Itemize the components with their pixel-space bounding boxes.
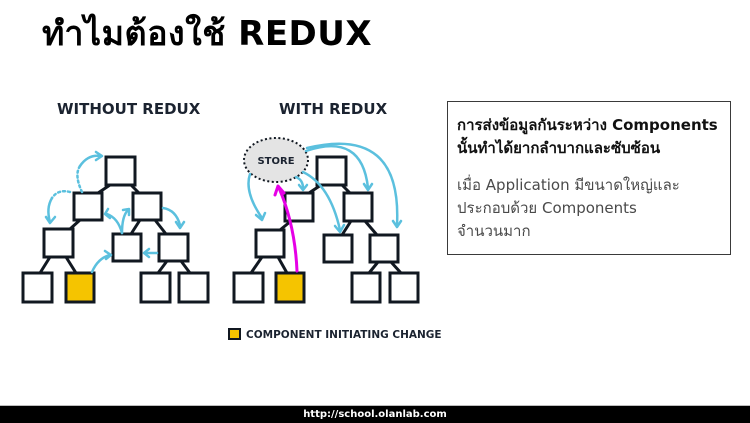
- flow-arrow: [305, 142, 399, 227]
- without-redux-heading: WITHOUT REDUX: [57, 100, 201, 118]
- tree-edge: [389, 260, 403, 275]
- arrowhead-icon: [174, 220, 186, 230]
- arrowhead-icon: [94, 150, 104, 162]
- info-heading-line: การส่งข้อมูลกันระหว่าง Components: [457, 116, 718, 134]
- arrowhead-icon: [103, 207, 112, 220]
- flow-arrow: [301, 170, 342, 232]
- tree-edge: [249, 256, 264, 274]
- info-heading-line: นั้นทำได้ยากลำบากและซับซ้อน: [457, 139, 661, 157]
- tree-edge: [367, 261, 380, 274]
- component-node-leaf: [177, 271, 210, 304]
- redux-store: [243, 137, 309, 183]
- dispatch-arrowhead-icon: [273, 184, 286, 197]
- flow-arrow: [76, 164, 84, 194]
- component-node: [111, 232, 143, 263]
- component-node-leaf: [21, 271, 54, 304]
- tree-edge: [153, 219, 168, 235]
- store-label: STORE: [257, 156, 294, 167]
- component-node: [42, 227, 75, 259]
- dispatch-arrow: [277, 186, 299, 273]
- flow-arrow: [161, 206, 182, 227]
- info-body-line: ประกอบด้วย Components: [457, 199, 637, 217]
- redux-comparison-diagram: WITHOUT REDUX: [21, 100, 442, 341]
- legend: COMPONENT INITIATING CHANGE: [228, 328, 442, 341]
- component-node: [368, 233, 400, 264]
- arrowhead-icon: [254, 211, 267, 222]
- component-node: [342, 191, 374, 223]
- slide-title: ทำไมต้องใช้ REDUX: [42, 14, 373, 54]
- legend-swatch: [228, 328, 241, 340]
- arrowhead-icon: [142, 247, 151, 259]
- footer-url[interactable]: http://school.olanlab.com: [303, 409, 447, 420]
- component-node-root: [315, 155, 348, 187]
- component-node-leaf: [232, 271, 265, 304]
- tree-edge: [38, 256, 52, 274]
- flow-arrow: [294, 175, 305, 190]
- store-flow-arrows: [247, 142, 403, 234]
- tree-edge: [156, 260, 169, 274]
- info-heading: การส่งข้อมูลกันระหว่าง Components นั้นทำ…: [457, 114, 730, 160]
- component-node-initiating-change: [64, 271, 96, 304]
- arrowhead-icon: [297, 183, 309, 192]
- component-node-leaf: [388, 271, 420, 304]
- flow-arrow: [50, 190, 72, 200]
- component-node: [254, 228, 286, 259]
- with-redux-diagram: WITH REDUX STORE: [232, 100, 420, 304]
- flow-arrow: [120, 208, 130, 235]
- arrowhead-icon: [391, 219, 403, 229]
- arrowhead-icon: [362, 182, 374, 192]
- without-flow-arrows: [44, 150, 186, 274]
- component-node-initiating-change: [274, 271, 306, 304]
- arrowhead-icon: [333, 223, 346, 234]
- without-redux-diagram: WITHOUT REDUX: [21, 100, 210, 304]
- component-node-leaf: [350, 271, 382, 304]
- legend-label: COMPONENT INITIATING CHANGE: [246, 329, 442, 341]
- component-node-leaf: [139, 271, 172, 304]
- tree-edge: [129, 219, 142, 235]
- footer-bar: http://school.olanlab.com: [0, 405, 750, 423]
- tree-edge: [276, 256, 289, 274]
- arrowhead-icon: [121, 207, 131, 217]
- flow-arrow: [47, 196, 54, 224]
- arrowhead-icon: [103, 249, 113, 261]
- component-node: [72, 191, 104, 222]
- component-node-root: [104, 155, 137, 187]
- component-node: [322, 233, 354, 264]
- arrowhead-icon: [44, 215, 57, 225]
- flow-arrow: [304, 144, 370, 190]
- info-box: การส่งข้อมูลกันระหว่าง Components นั้นทำ…: [447, 101, 731, 255]
- info-body-line: จำนวนมาก: [457, 222, 531, 240]
- tree-edge: [340, 220, 353, 236]
- info-body: เมื่อ Application มีขนาดใหญ่และ ประกอบด้…: [457, 174, 730, 243]
- tree-edge: [363, 220, 379, 236]
- info-body-line: เมื่อ Application มีขนาดใหญ่และ: [457, 176, 680, 194]
- flow-arrow: [247, 172, 264, 220]
- flow-arrow: [90, 253, 112, 274]
- component-node: [157, 232, 190, 263]
- flow-arrow: [78, 154, 103, 168]
- component-node: [131, 191, 163, 222]
- tree-edge: [179, 260, 192, 274]
- tree-edge: [64, 256, 78, 274]
- with-redux-heading: WITH REDUX: [279, 100, 388, 118]
